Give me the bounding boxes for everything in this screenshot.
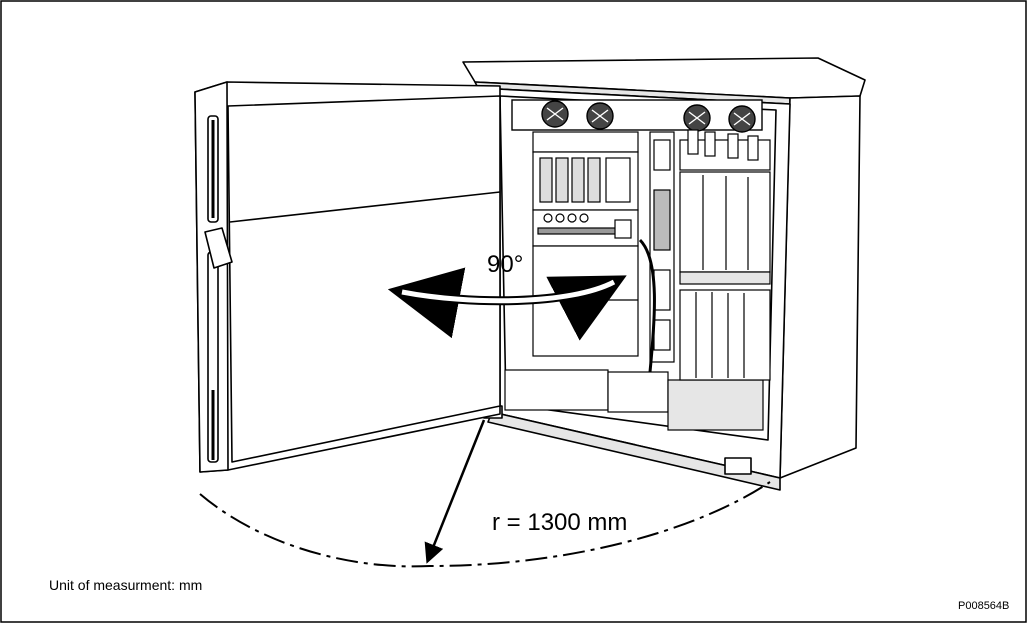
door-latch	[204, 227, 233, 269]
fan-unit	[511, 99, 763, 133]
rack-middle	[638, 131, 675, 373]
unit-note: Unit of measurment: mm	[49, 577, 202, 593]
figure-id: P008564B	[958, 600, 1009, 612]
radius-label: r = 1300 mm	[492, 509, 627, 536]
radius-line	[424, 419, 486, 564]
swing-radius-arc	[199, 481, 771, 568]
rack-right	[679, 129, 771, 381]
door-panel-seam	[229, 191, 501, 223]
door-panel	[227, 95, 501, 463]
door-angle-label: 90°	[487, 251, 523, 278]
door	[194, 81, 501, 473]
cabinet-side-wall	[779, 95, 861, 479]
cabinet-foot-right	[724, 457, 752, 475]
